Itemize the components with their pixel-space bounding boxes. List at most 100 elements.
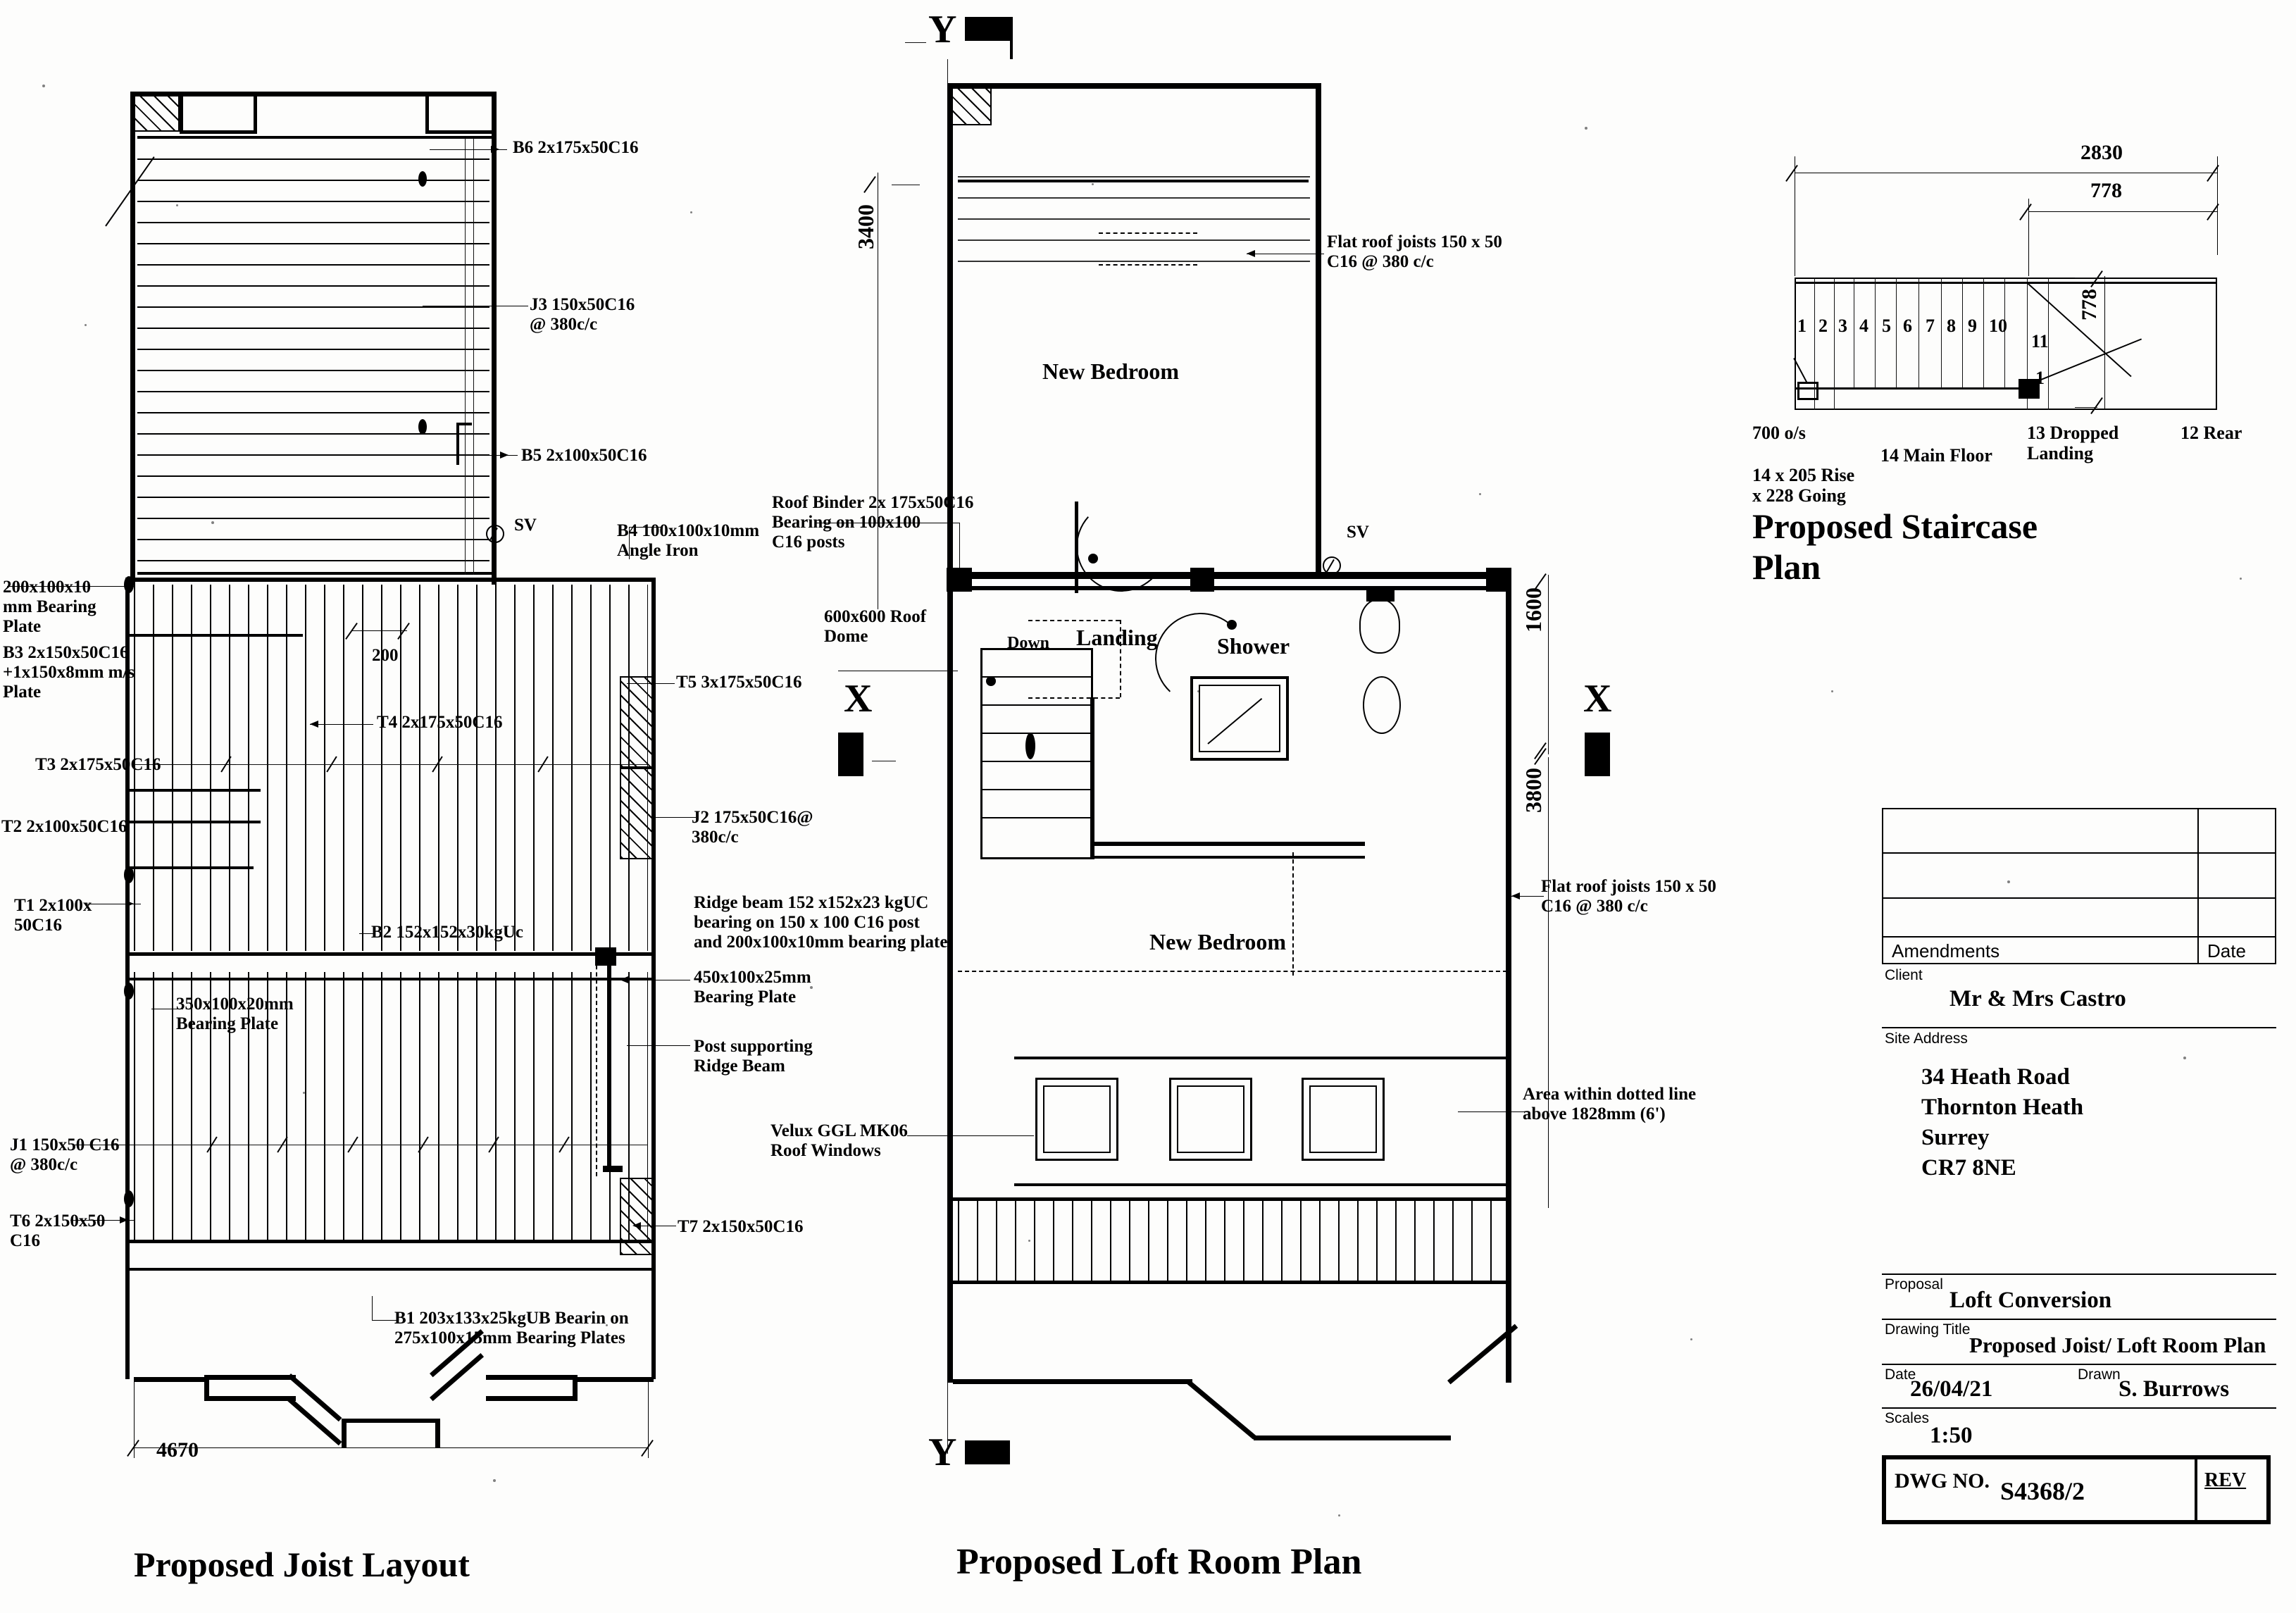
- client-name: Mr & Mrs Castro: [1949, 986, 2126, 1011]
- beam-t1: [127, 866, 254, 869]
- label-b6: B6 2x175x50C16: [513, 138, 639, 157]
- velux-band-top: [1014, 1057, 1507, 1059]
- roof-binder-band: [947, 572, 1511, 579]
- leader-dotted-area: [1458, 1111, 1528, 1112]
- stair-tread-5: 5: [1882, 316, 1891, 336]
- label-b3: B3 2x150x50C16 +1x150x8mm m/s Plate: [3, 643, 135, 702]
- stair-tread-4: 4: [1859, 316, 1868, 336]
- landing-dashed-top: [1028, 620, 1120, 621]
- leader-b6: [430, 149, 507, 150]
- flat-roof-beam-top: [958, 180, 1309, 182]
- leader-t5: [627, 683, 675, 684]
- label-j1: J1 150x50 C16 @ 380c/c: [10, 1135, 120, 1174]
- section-mark-x-right-flag: [1585, 733, 1610, 776]
- bay-jamb-right: [573, 1375, 578, 1400]
- partition-wall-v: [1090, 697, 1094, 859]
- leader-velux: [907, 1135, 1034, 1136]
- section-mark-y-top: Y: [928, 8, 957, 51]
- label-roof-binder: Roof Binder 2x 175x50C16 Bearing on 100x…: [772, 493, 974, 552]
- joist-layout-title: Proposed Joist Layout: [134, 1545, 470, 1584]
- section-mark-y-top-tail: [1010, 17, 1013, 59]
- stair-tread-9: 9: [1968, 316, 1977, 336]
- amendments-table: [1882, 808, 2276, 964]
- ridge-post: [607, 958, 611, 1169]
- newel-post-left: [1797, 382, 1818, 400]
- loft-room-plan-title: Proposed Loft Room Plan: [956, 1542, 1362, 1582]
- leader-flat-roof-right: [1511, 896, 1544, 897]
- dotted-head-height-v: [1292, 852, 1294, 976]
- bay-jamb-mid-right: [435, 1419, 440, 1447]
- leader-post: [627, 1045, 690, 1046]
- proposal-top-rule: [1882, 1273, 2276, 1275]
- label-post: Post supporting Ridge Beam: [694, 1037, 813, 1076]
- label-t6: T6 2x150x50 C16: [10, 1212, 106, 1250]
- amendments-header-divider: [1882, 936, 2276, 938]
- drawn-label: Drawn: [2078, 1366, 2121, 1383]
- loft-wall-top: [947, 83, 1321, 89]
- label-t7: T7 2x150x50C16: [678, 1217, 804, 1236]
- post-100x100-mid: [1190, 568, 1214, 592]
- room-label-bedroom-upper: New Bedroom: [1042, 359, 1180, 384]
- post-marker-a: [418, 171, 427, 187]
- loft-bay-front: [1254, 1435, 1451, 1440]
- drawing-title-rule: [1882, 1319, 2276, 1320]
- dashed-opening-top-2: [1099, 264, 1197, 266]
- loft-bay-angle-left: [1185, 1379, 1256, 1440]
- wall-left-upper: [130, 92, 135, 585]
- section-mark-x-left: X: [844, 677, 873, 721]
- label-down: Down: [1007, 634, 1050, 652]
- partition-wall-1: [1090, 842, 1365, 846]
- dwg-no-box: [1882, 1455, 2271, 1524]
- dotted-head-height-line: [958, 971, 1507, 972]
- dim-4670-line: [134, 1447, 648, 1448]
- leader-bp450-arrow: [620, 976, 628, 983]
- t3-ref-line: [134, 764, 648, 765]
- loft-wall-left-upper: [947, 83, 953, 576]
- bay-jamb-mid-left: [342, 1419, 347, 1447]
- door-swing-bedroom-upper: [1073, 499, 1169, 594]
- dim-778-top-ext: [2028, 199, 2029, 276]
- bottom-joist-band: [958, 1197, 1504, 1282]
- label-dim-1600: 1600: [1521, 587, 1546, 633]
- leader-t1-arrow: [125, 900, 134, 907]
- section-mark-x-left-flag: [838, 733, 863, 776]
- b5-beam: [137, 572, 493, 575]
- bay-wall-left: [125, 1245, 130, 1379]
- label-j2: J2 175x50C16@ 380c/c: [692, 808, 813, 847]
- basin-symbol: [1363, 676, 1401, 734]
- label-bp350: 350x100x20mm Bearing Plate: [176, 995, 294, 1033]
- joists-upper-horizontal: [137, 137, 489, 574]
- label-t5: T5 3x175x50C16: [676, 673, 802, 692]
- stair-note-rise: 14 x 205 Rise x 228 Going: [1752, 465, 1855, 506]
- staircase-title-line2: Plan: [1752, 547, 1821, 587]
- dim-778-side-line: [2104, 276, 2105, 409]
- label-sv-left: SV: [514, 516, 537, 535]
- bay-head-mid: [342, 1419, 440, 1423]
- ridge-bearing-plate: [595, 947, 616, 966]
- label-t4: T4 2x175x50C16: [377, 713, 503, 732]
- chimney-edge: [180, 93, 183, 134]
- joists-main-vertical-upper: [134, 585, 648, 951]
- leader-flat-roof-right-arrow: [1511, 892, 1520, 899]
- bearing-plate-marker-4: [124, 1190, 134, 1207]
- loft-wall-right-upper: [1316, 83, 1321, 576]
- stair-note-dropped: 13 Dropped Landing: [2027, 423, 2119, 464]
- dashed-opening-top: [1099, 232, 1197, 234]
- client-label: Client: [1885, 967, 1923, 983]
- date-drawn-rule: [1882, 1364, 2276, 1365]
- loft-bay-wall-left: [947, 1284, 953, 1383]
- client-underline: [1882, 1027, 2276, 1028]
- stair-tread-10: 10: [1989, 316, 2007, 336]
- newel-post-right: [2019, 379, 2040, 399]
- stair-tread-3: 3: [1838, 316, 1847, 336]
- room-label-landing: Landing: [1076, 625, 1158, 650]
- dim-1600-line: [1548, 575, 1549, 754]
- proposal-label: Proposal: [1885, 1276, 1943, 1293]
- stair-tread-7: 7: [1926, 316, 1935, 336]
- shower-tray: [1190, 676, 1289, 761]
- label-bp450: 450x100x25mm Bearing Plate: [694, 968, 811, 1007]
- beam-b2-main-2: [127, 978, 654, 980]
- bottom-band-line-1: [949, 1197, 1506, 1201]
- roof-top-edge: [254, 93, 428, 96]
- velux-window-3: [1302, 1078, 1385, 1161]
